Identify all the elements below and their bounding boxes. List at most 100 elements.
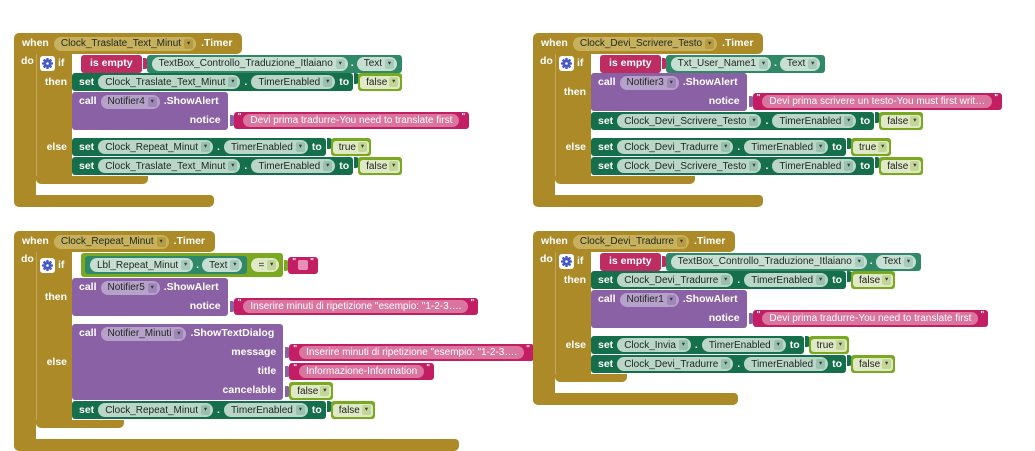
when-block-clock-devi-scrivere-testo[interactable]: when Clock_Devi_Scrivere_Testo▾ .Timer d… bbox=[533, 33, 1003, 207]
text-string-block[interactable]: " Inserire minuti di ripetizione "esempi… bbox=[233, 298, 479, 315]
string-value[interactable]: Devi prima scrivere un testo-You must fi… bbox=[762, 95, 993, 108]
comparison-block[interactable]: Lbl_Repeat_Minut▾ . Text▾ =▾ bbox=[81, 253, 284, 277]
set-property-block[interactable]: set Clock_Devi_Tradurre▾ . TimerEnabled▾… bbox=[591, 271, 847, 289]
mutator-gear-icon[interactable] bbox=[559, 56, 574, 71]
set-property-block[interactable]: set Clock_Repeat_Minut▾ . TimerEnabled▾ … bbox=[72, 138, 326, 156]
set-property-block[interactable]: set Clock_Traslate_Text_Minut▾ . TimerEn… bbox=[72, 157, 354, 175]
text-string-block[interactable]: " Inserire minuti di ripetizione "esempi… bbox=[289, 344, 534, 361]
call-method-block[interactable]: call Notifier_Minuti▾ .ShowTextDialog me… bbox=[72, 324, 534, 400]
event-component-dropdown[interactable]: Clock_Repeat_Minut▾ bbox=[53, 234, 169, 249]
empty-string-field[interactable] bbox=[298, 260, 309, 270]
set-property-block[interactable]: set Clock_Repeat_Minut▾ . TimerEnabled▾ … bbox=[72, 401, 326, 419]
logic-true-block[interactable]: true▾ bbox=[851, 138, 892, 156]
logic-false-block[interactable]: false▾ bbox=[330, 401, 375, 419]
when-header[interactable]: when Clock_Devi_Scrivere_Testo▾ .Timer bbox=[533, 33, 764, 54]
logic-false-block[interactable]: false▾ bbox=[879, 157, 924, 175]
logic-false-block[interactable]: false▾ bbox=[358, 73, 403, 91]
is-empty-block[interactable]: is empty bbox=[81, 54, 142, 73]
mutator-gear-icon[interactable] bbox=[559, 254, 574, 269]
set-property-block[interactable]: set Clock_Devi_Scrivere_Testo▾ . TimerEn… bbox=[591, 112, 875, 130]
set-property-block[interactable]: set Clock_Devi_Scrivere_Testo▾ . TimerEn… bbox=[591, 157, 875, 175]
call-method-block[interactable]: call Notifier1▾ .ShowAlert notice " Devi… bbox=[591, 290, 989, 328]
property-getter-block[interactable]: TextBox_Controllo_Traduzione_Itlaiano▾ .… bbox=[665, 252, 922, 271]
call-method-block[interactable]: call Notifier5▾ .ShowAlert notice " Inse… bbox=[72, 278, 479, 316]
when-block-clock-devi-tradurre[interactable]: when Clock_Devi_Tradurre▾ .Timer do if i… bbox=[533, 231, 989, 405]
if-block[interactable]: if is empty TextBox_Controllo_Traduzione… bbox=[36, 54, 470, 195]
property-dropdown[interactable]: Text▾ bbox=[356, 56, 398, 71]
property-dropdown[interactable]: TimerEnabled▾ bbox=[223, 140, 308, 154]
logic-value-dropdown[interactable]: false▾ bbox=[853, 273, 894, 287]
when-block-clock-repeat-minut[interactable]: when Clock_Repeat_Minut▾ .Timer do if Lb… bbox=[14, 231, 534, 451]
property-getter-block[interactable]: TextBox_Controllo_Traduzione_Itlaiano▾ .… bbox=[146, 54, 403, 73]
property-dropdown[interactable]: TimerEnabled▾ bbox=[772, 159, 857, 173]
property-dropdown[interactable]: Text▾ bbox=[875, 254, 917, 269]
property-dropdown[interactable]: Text▾ bbox=[779, 56, 821, 71]
property-getter-block[interactable]: Txt_User_Name1▾ . Text▾ bbox=[665, 54, 826, 73]
operator-dropdown[interactable]: =▾ bbox=[251, 258, 280, 272]
component-dropdown[interactable]: Clock_Devi_Scrivere_Testo▾ bbox=[617, 114, 762, 128]
logic-false-block[interactable]: false▾ bbox=[851, 271, 896, 289]
if-block[interactable]: if Lbl_Repeat_Minut▾ . Text▾ =▾ " bbox=[36, 252, 534, 439]
empty-string-block[interactable]: " " bbox=[288, 256, 318, 274]
property-dropdown[interactable]: TimerEnabled▾ bbox=[744, 140, 829, 154]
component-dropdown[interactable]: Clock_Repeat_Minut▾ bbox=[98, 140, 214, 154]
call-method-block[interactable]: call Notifier4▾ .ShowAlert notice " Devi… bbox=[72, 92, 470, 130]
when-header[interactable]: when Clock_Traslate_Text_Minut▾ .Timer bbox=[14, 33, 243, 54]
property-dropdown[interactable]: TimerEnabled▾ bbox=[251, 159, 336, 173]
property-dropdown[interactable]: TimerEnabled▾ bbox=[251, 75, 336, 89]
if-block[interactable]: if is empty Txt_User_Name1▾ . Text▾ then bbox=[555, 54, 1003, 195]
event-component-dropdown[interactable]: Clock_Devi_Tradurre▾ bbox=[572, 234, 689, 249]
property-dropdown[interactable]: TimerEnabled▾ bbox=[701, 338, 786, 352]
logic-value-dropdown[interactable]: false▾ bbox=[881, 114, 922, 128]
component-dropdown[interactable]: Txt_User_Name1▾ bbox=[670, 56, 771, 71]
component-dropdown[interactable]: Clock_Traslate_Text_Minut▾ bbox=[98, 75, 241, 89]
component-dropdown[interactable]: TextBox_Controllo_Traduzione_Itlaiano▾ bbox=[151, 56, 348, 71]
event-component-dropdown[interactable]: Clock_Traslate_Text_Minut▾ bbox=[53, 36, 197, 51]
logic-false-block[interactable]: false▾ bbox=[358, 157, 403, 175]
component-dropdown[interactable]: Notifier3▾ bbox=[619, 75, 679, 90]
logic-value-dropdown[interactable]: false▾ bbox=[853, 357, 894, 371]
text-string-block[interactable]: " Devi prima tradurre-You need to transl… bbox=[752, 310, 989, 327]
component-dropdown[interactable]: Clock_Devi_Tradurre▾ bbox=[617, 140, 734, 154]
component-dropdown[interactable]: Lbl_Repeat_Minut▾ bbox=[90, 258, 194, 272]
logic-true-block[interactable]: true▾ bbox=[808, 336, 849, 354]
component-dropdown[interactable]: Clock_Invia▾ bbox=[617, 338, 691, 352]
logic-false-block[interactable]: false▾ bbox=[851, 355, 896, 373]
set-property-block[interactable]: set Clock_Devi_Tradurre▾ . TimerEnabled▾… bbox=[591, 138, 847, 156]
property-getter-block[interactable]: Lbl_Repeat_Minut▾ . Text▾ bbox=[85, 256, 248, 274]
property-dropdown[interactable]: Text▾ bbox=[202, 258, 243, 272]
component-dropdown[interactable]: Clock_Devi_Tradurre▾ bbox=[617, 357, 734, 371]
when-header[interactable]: when Clock_Devi_Tradurre▾ .Timer bbox=[533, 231, 736, 252]
set-property-block[interactable]: set Clock_Traslate_Text_Minut▾ . TimerEn… bbox=[72, 73, 354, 91]
when-header[interactable]: when Clock_Repeat_Minut▾ .Timer bbox=[14, 231, 215, 252]
component-dropdown[interactable]: Clock_Devi_Tradurre▾ bbox=[617, 273, 734, 287]
logic-value-dropdown[interactable]: true▾ bbox=[332, 140, 369, 154]
component-dropdown[interactable]: Notifier5▾ bbox=[100, 280, 160, 295]
logic-false-block[interactable]: false▾ bbox=[289, 382, 334, 400]
event-component-dropdown[interactable]: Clock_Devi_Scrivere_Testo▾ bbox=[572, 36, 718, 51]
property-dropdown[interactable]: TimerEnabled▾ bbox=[744, 357, 829, 371]
logic-value-dropdown[interactable]: false▾ bbox=[881, 159, 922, 173]
text-string-block[interactable]: " Devi prima tradurre-You need to transl… bbox=[233, 112, 470, 129]
string-value[interactable]: Inserire minuti di ripetizione "esempio:… bbox=[299, 346, 525, 359]
call-method-block[interactable]: call Notifier3▾ .ShowAlert notice " Devi… bbox=[591, 73, 1003, 111]
component-dropdown[interactable]: Clock_Traslate_Text_Minut▾ bbox=[98, 159, 241, 173]
mutator-gear-icon[interactable] bbox=[40, 257, 55, 273]
component-dropdown[interactable]: Notifier4▾ bbox=[100, 94, 160, 109]
logic-false-block[interactable]: false▾ bbox=[879, 112, 924, 130]
component-dropdown[interactable]: Clock_Repeat_Minut▾ bbox=[98, 403, 214, 417]
text-string-block[interactable]: " Devi prima scrivere un testo-You must … bbox=[752, 93, 1003, 110]
property-dropdown[interactable]: TimerEnabled▾ bbox=[223, 403, 308, 417]
text-string-block[interactable]: " Informazione-Information " bbox=[289, 363, 435, 380]
is-empty-block[interactable]: is empty bbox=[600, 54, 661, 73]
logic-value-dropdown[interactable]: false▾ bbox=[360, 75, 401, 89]
if-block[interactable]: if is empty TextBox_Controllo_Traduzione… bbox=[555, 252, 989, 393]
property-dropdown[interactable]: TimerEnabled▾ bbox=[744, 273, 829, 287]
set-property-block[interactable]: set Clock_Devi_Tradurre▾ . TimerEnabled▾… bbox=[591, 355, 847, 373]
component-dropdown[interactable]: TextBox_Controllo_Traduzione_Itlaiano▾ bbox=[670, 254, 867, 269]
logic-true-block[interactable]: true▾ bbox=[330, 138, 371, 156]
component-dropdown[interactable]: Notifier1▾ bbox=[619, 292, 679, 307]
logic-value-dropdown[interactable]: true▾ bbox=[853, 140, 890, 154]
string-value[interactable]: Devi prima tradurre-You need to translat… bbox=[243, 114, 460, 127]
string-value[interactable]: Devi prima tradurre-You need to translat… bbox=[762, 312, 979, 325]
